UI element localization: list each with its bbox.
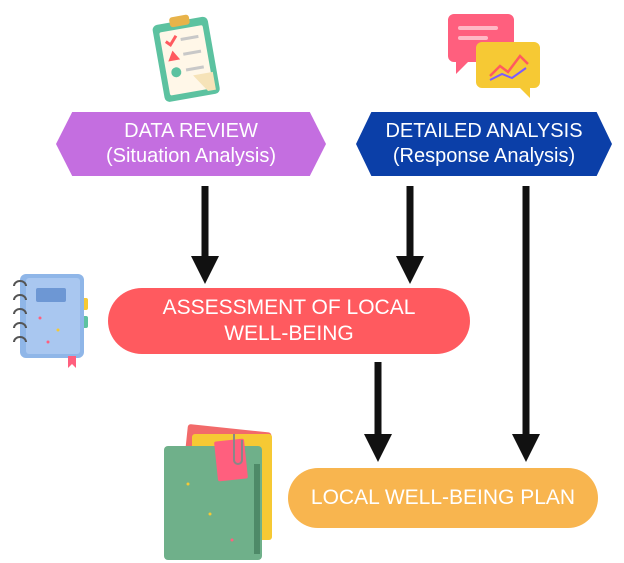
node-plan-title: LOCAL WELL-BEING PLAN [310,485,576,509]
node-detailed-analysis: DETAILED ANALYSIS (Response Analysis) [356,112,612,176]
spiral-notebook-icon [13,274,88,368]
chat-chart-bubbles-icon [448,14,540,98]
node-plan: LOCAL WELL-BEING PLAN [288,468,598,528]
node-data-review-subtitle: (Situation Analysis) [105,145,277,167]
node-data-review: DATA REVIEW (Situation Analysis) [56,112,326,176]
node-assessment-line1: ASSESSMENT OF LOCAL [162,295,416,319]
node-data-review-title: DATA REVIEW [124,120,258,142]
node-detailed-analysis-title: DETAILED ANALYSIS [385,120,583,142]
clipboard-checklist-icon [152,14,220,102]
folder-with-notes-icon [164,424,272,560]
node-assessment-line2: WELL-BEING [224,322,354,345]
node-assessment: ASSESSMENT OF LOCAL WELL-BEING [108,288,470,354]
node-detailed-analysis-subtitle: (Response Analysis) [392,145,576,167]
